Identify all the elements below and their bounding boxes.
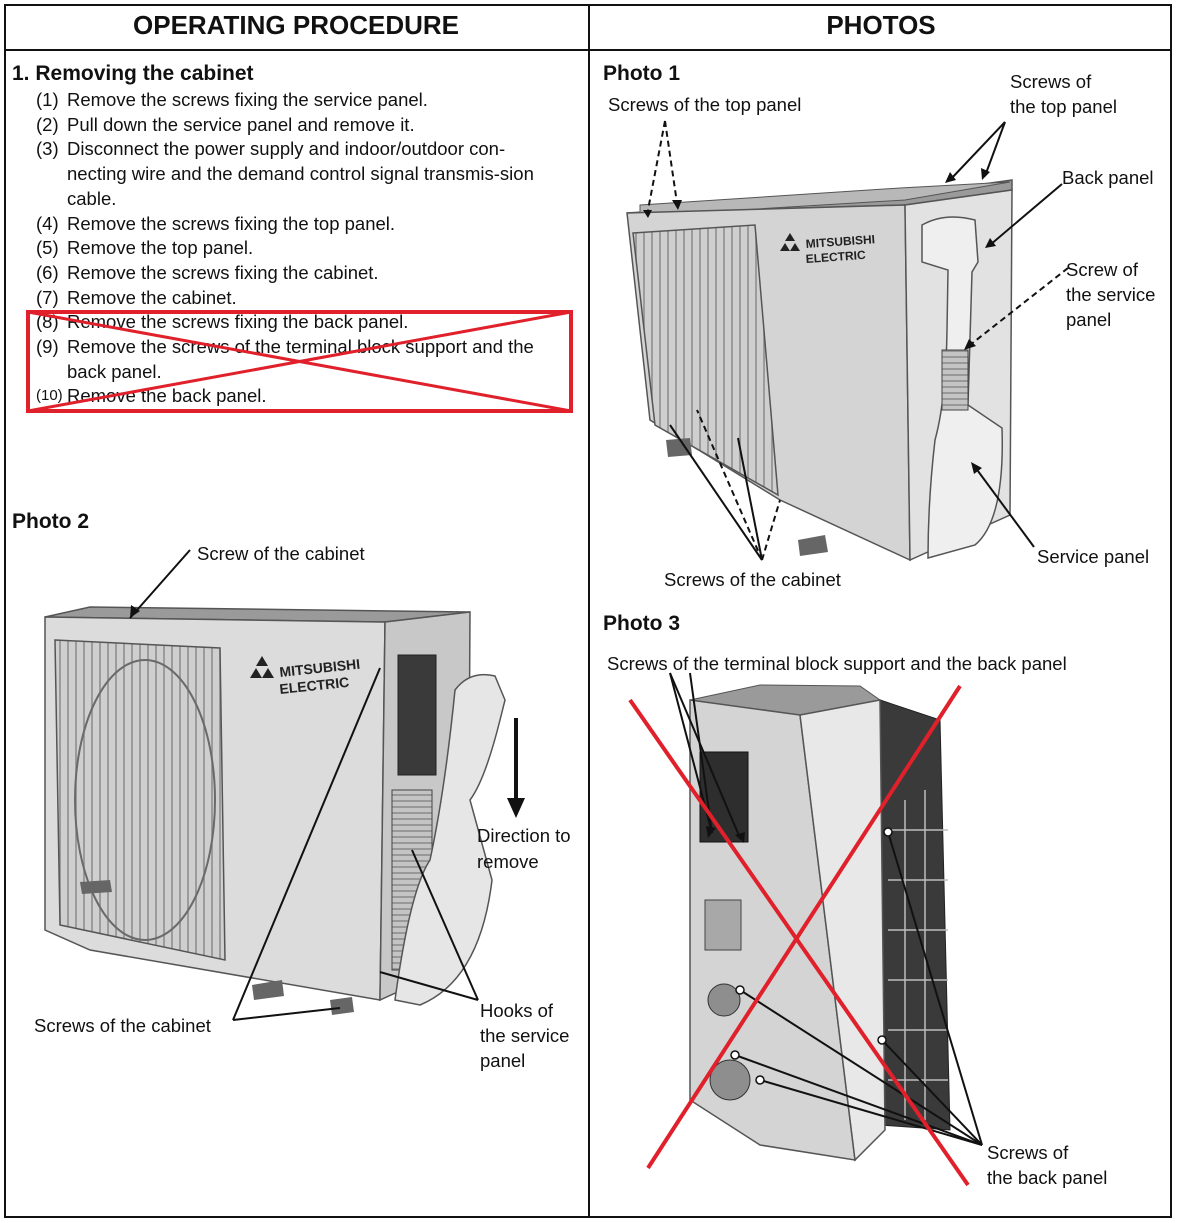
step-3: (3) Disconnect the power supply and indoo… xyxy=(36,137,576,211)
step-4: (4) Remove the screws fixing the top pane… xyxy=(36,212,576,237)
photo1-label-screws-top-right-1: Screws of xyxy=(1010,71,1092,92)
step-number: (3) xyxy=(36,138,59,160)
photo2-label-hooks-2: the service xyxy=(480,1025,570,1046)
step-text: Remove the top panel. xyxy=(67,237,254,259)
step-text: Disconnect the power supply and indoor/o… xyxy=(67,138,534,209)
step-number: (2) xyxy=(36,113,59,135)
photo1-label-back-panel: Back panel xyxy=(1062,167,1154,188)
photo1-label-screws-top: Screws of the top panel xyxy=(608,94,802,115)
step-number: (5) xyxy=(36,237,59,259)
photo1-label-screw-service-3: panel xyxy=(1066,309,1112,330)
mitsubishi-logo-icon xyxy=(250,656,274,678)
procedure-steps: (1) Remove the screws fixing the service … xyxy=(36,88,576,409)
step-10: (10)Remove the back panel. xyxy=(36,384,576,409)
step-text: Remove the screws fixing the service pan… xyxy=(67,89,428,110)
photo1-title: Photo 1 xyxy=(603,62,680,85)
step-number: (4) xyxy=(36,212,59,234)
svg-text:ELECTRIC: ELECTRIC xyxy=(805,248,866,266)
svg-text:ELECTRIC: ELECTRIC xyxy=(279,674,350,697)
photo2-label-hooks-1: Hooks of xyxy=(480,1000,554,1021)
photo3-label-back-panel-2: the back panel xyxy=(987,1167,1108,1188)
step-number: (7) xyxy=(36,286,59,308)
section-title: 1. Removing the cabinet xyxy=(12,62,254,85)
header-divider xyxy=(4,49,1172,51)
step-number: (1) xyxy=(36,89,59,110)
photo2-label-screw-cabinet-top: Screw of the cabinet xyxy=(197,543,365,564)
header-photos: PHOTOS xyxy=(826,10,936,40)
step-text: Remove the back panel. xyxy=(67,385,267,407)
photo1-label-screws-cabinet: Screws of the cabinet xyxy=(664,569,841,590)
step-text: Remove the screws fixing the top panel. xyxy=(67,212,396,234)
header-operating-procedure: OPERATING PROCEDURE xyxy=(133,10,459,40)
step-text: Remove the screws fixing the back panel. xyxy=(67,311,409,333)
photo2-label-screws-cabinet: Screws of the cabinet xyxy=(34,1015,211,1036)
photo1-label-screws-top-right-2: the top panel xyxy=(1010,96,1117,117)
svg-text:MITSUBISHI: MITSUBISHI xyxy=(805,232,875,251)
step-number: (9) xyxy=(36,336,59,358)
mitsubishi-logo-icon xyxy=(780,233,800,251)
step-2: (2) Pull down the service panel and remov… xyxy=(36,113,576,138)
photo3-title: Photo 3 xyxy=(603,612,680,635)
step-6: (6) Remove the screws fixing the cabinet. xyxy=(36,261,576,286)
column-divider xyxy=(588,4,590,1218)
step-text: Remove the screws fixing the cabinet. xyxy=(67,261,379,283)
photo3-label-back-panel-1: Screws of xyxy=(987,1142,1069,1163)
step-number: (10) xyxy=(36,387,63,405)
photo3-label-terminal: Screws of the terminal block support and… xyxy=(607,653,1067,674)
photo2-label-direction-1: Direction to xyxy=(477,825,571,846)
step-1: (1) Remove the screws fixing the service … xyxy=(36,88,576,113)
photo2-label-direction-2: remove xyxy=(477,851,539,872)
photo1-label-screw-service-1: Screw of xyxy=(1066,259,1138,280)
step-text: Remove the cabinet. xyxy=(67,286,237,308)
step-7: (7) Remove the cabinet. xyxy=(36,286,576,311)
photo1-label-screw-service-2: the service xyxy=(1066,284,1156,305)
photo2-title: Photo 2 xyxy=(12,510,89,533)
step-number: (6) xyxy=(36,261,59,283)
photo1-label-service-panel: Service panel xyxy=(1037,546,1150,567)
step-text: Pull down the service panel and remove i… xyxy=(67,113,415,135)
step-5: (5) Remove the top panel. xyxy=(36,236,576,261)
photo2-label-hooks-3: panel xyxy=(480,1050,526,1071)
